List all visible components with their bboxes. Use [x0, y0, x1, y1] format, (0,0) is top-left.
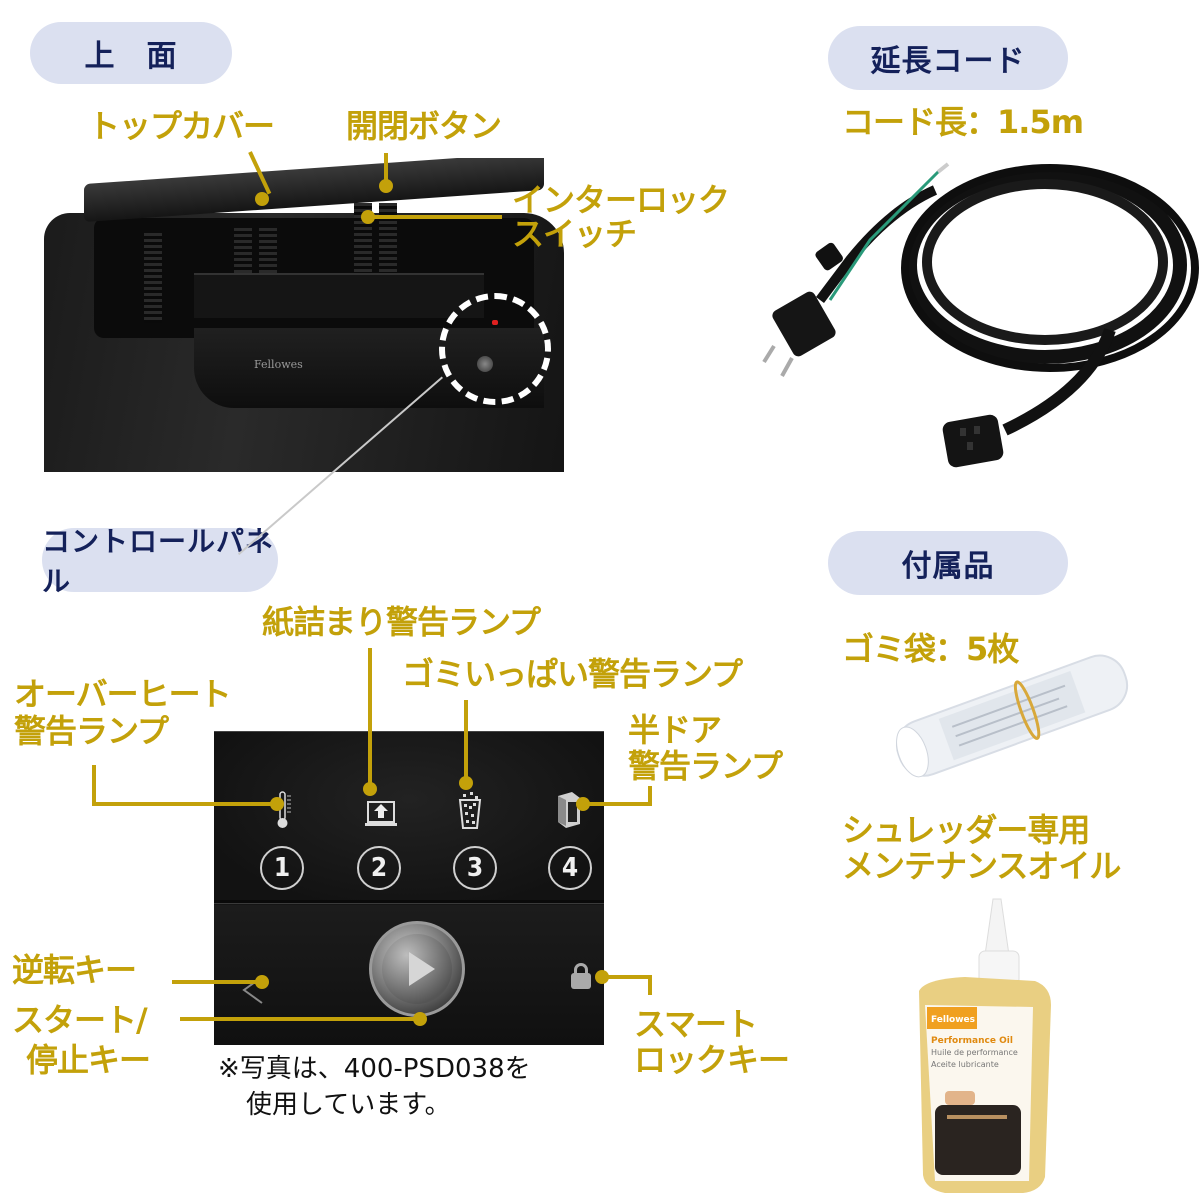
start-stop-button-face — [382, 934, 452, 1004]
start-stop-button[interactable] — [369, 921, 465, 1017]
extension-cord-photo — [760, 150, 1200, 490]
section-title-top-text: 上 面 — [84, 39, 178, 74]
bin-full-icon — [458, 792, 482, 829]
photo-note-line1: ※写真は、400-PSD038を — [218, 1054, 531, 1084]
leader-dot — [255, 975, 269, 989]
label-reverse-key: 逆転キー — [12, 951, 137, 989]
section-title-cord-text: 延長コード — [870, 44, 1026, 79]
section-title-top: 上 面 — [30, 22, 232, 84]
label-door-ajar-line2: 警告ランプ — [628, 747, 783, 785]
leader-dot — [361, 210, 375, 224]
control-panel-photo: 1 2 3 4 — [214, 731, 604, 1045]
leader-bin-full — [464, 700, 468, 782]
indicator-1: 1 — [260, 846, 304, 890]
label-overheat-line1: オーバーヒート — [14, 675, 232, 713]
trash-bags-label: ゴミ袋：5枚 — [842, 630, 1019, 668]
photo-note-line2: 使用しています。 — [246, 1090, 451, 1120]
leader-start-stop — [180, 1017, 420, 1021]
oil-text-2: Huile de performance — [931, 1048, 1018, 1057]
label-overheat-line2: 警告ランプ — [14, 712, 169, 750]
oil-brand: Fellowes — [931, 1015, 975, 1025]
leader-overheat — [92, 765, 96, 805]
section-title-accessories: 付属品 — [828, 531, 1068, 595]
spring — [379, 203, 397, 293]
leader-dot — [363, 782, 377, 796]
label-paper-jam-lamp: 紙詰まり警告ランプ — [262, 603, 541, 641]
panel-separator — [214, 900, 604, 904]
leader-dot — [459, 776, 473, 790]
oil-label-line2: メンテナンスオイル — [842, 847, 1121, 885]
oil-text-3: Aceite lubricante — [931, 1060, 999, 1069]
label-start-stop-line2: 停止キー — [26, 1041, 151, 1079]
oil-text-1: Performance Oil — [931, 1036, 1013, 1046]
indicator-3: 3 — [453, 846, 497, 890]
label-bin-full-lamp: ゴミいっぱい警告ランプ — [402, 655, 743, 693]
label-start-stop-line1: スタート/ — [12, 1001, 148, 1039]
section-title-control-panel-text: コントロールパネル — [42, 525, 275, 598]
control-panel-highlight — [439, 293, 551, 405]
cord-illustration — [762, 162, 1199, 468]
leader-dot — [154, 975, 168, 989]
indicator-2: 2 — [357, 846, 401, 890]
leader-dot — [270, 797, 284, 811]
label-interlock-line2: スイッチ — [512, 215, 637, 253]
lock-icon-shackle — [574, 963, 588, 977]
spring — [354, 203, 372, 293]
oil-label-line1: シュレッダー専用 — [842, 811, 1090, 849]
leader-reverse — [172, 980, 262, 984]
spring — [144, 233, 162, 323]
door-icon — [558, 792, 580, 828]
paper-tray — [194, 273, 484, 318]
leader-interlock — [372, 215, 502, 219]
label-top-cover: トップカバー — [88, 107, 275, 145]
paper-jam-icon — [365, 801, 397, 826]
leader-dot — [255, 192, 269, 206]
maintenance-oil-photo: Fellowes Performance Oil Huile de perfor… — [905, 895, 1065, 1195]
oil-bottle-illustration: Fellowes Performance Oil Huile de perfor… — [919, 898, 1051, 1193]
leader-smart-lock-v — [648, 975, 652, 995]
leader-dot — [413, 1012, 427, 1026]
label-smart-lock-line2: ロックキー — [634, 1041, 790, 1079]
section-title-cord: 延長コード — [828, 26, 1068, 90]
label-open-close-button: 開閉ボタン — [346, 107, 502, 145]
leader-open-close — [384, 153, 388, 183]
leader-dot — [379, 179, 393, 193]
lock-icon — [571, 973, 591, 989]
play-icon — [409, 952, 435, 986]
label-door-ajar-line1: 半ドア — [628, 711, 722, 749]
leader-door-ajar-h — [582, 802, 652, 806]
leader-door-ajar-v — [648, 786, 652, 806]
leader-overheat-h — [92, 802, 276, 806]
label-smart-lock-line1: スマート — [634, 1005, 758, 1043]
indicator-4: 4 — [548, 846, 592, 890]
leader-paper-jam — [368, 648, 372, 788]
trash-bags-photo — [896, 654, 1129, 778]
leader-dot — [576, 797, 590, 811]
section-title-accessories-text: 付属品 — [901, 549, 995, 584]
brand-logo: Fellowes — [254, 358, 303, 371]
leader-smart-lock-h — [602, 975, 650, 979]
panel-bottom-area — [214, 905, 604, 1045]
shredder-top-photo: Fellowes — [44, 158, 564, 472]
label-interlock-line1: インターロック — [512, 181, 730, 219]
cord-length-spec: コード長：1.5m — [842, 103, 1084, 141]
section-title-control-panel: コントロールパネル — [42, 525, 278, 598]
